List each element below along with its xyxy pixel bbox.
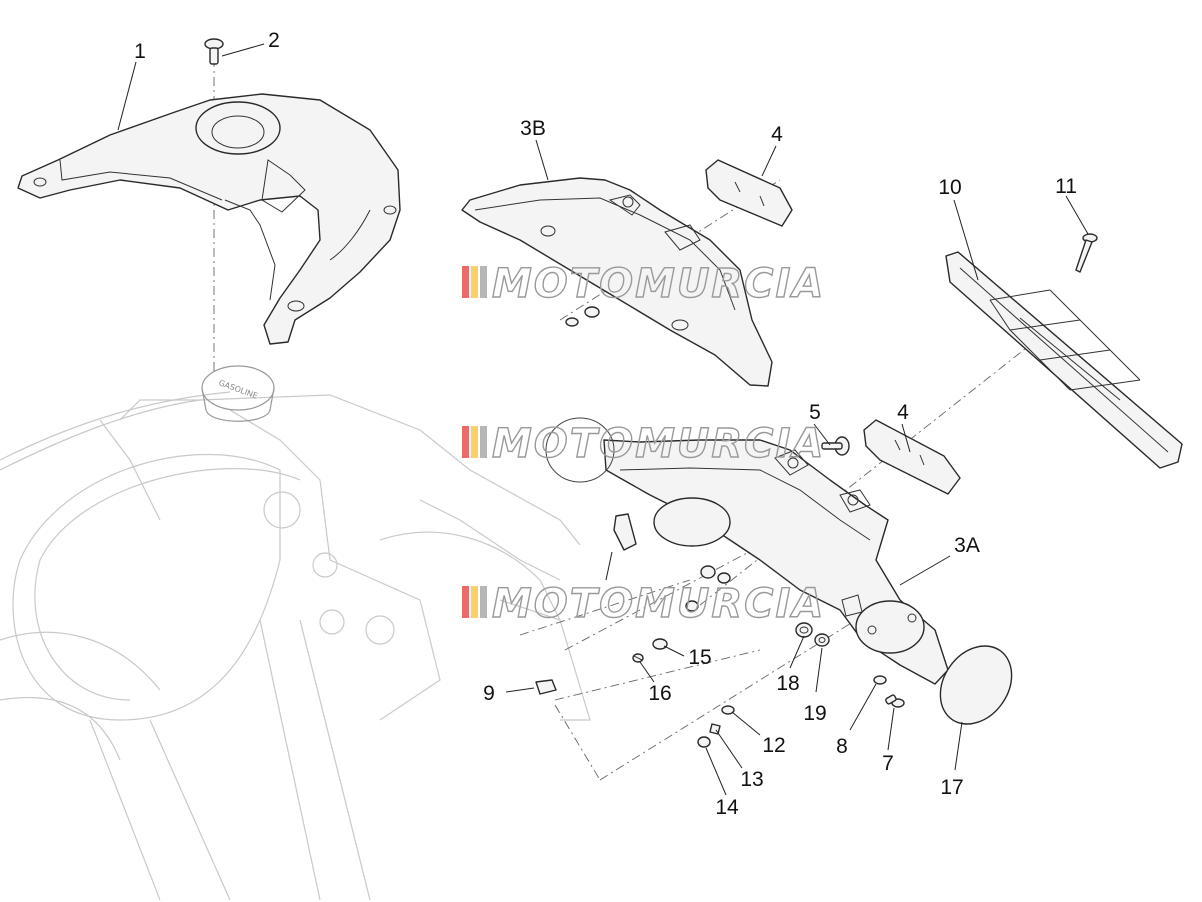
part-17-lens <box>939 645 1013 725</box>
callout-9: 9 <box>483 682 495 705</box>
callout-labels: 1 2 3B 4 10 11 5 4 3A 18 19 8 7 17 15 16… <box>134 29 1077 819</box>
callout-3B: 3B <box>520 117 546 140</box>
callout-3A: 3A <box>954 534 980 557</box>
part-2-screw <box>204 38 224 65</box>
part-15-washer <box>652 638 668 650</box>
callout-10: 10 <box>938 176 961 199</box>
part-13-spring <box>709 723 721 735</box>
fuel-cap-text: GASOLINE <box>217 378 259 400</box>
part-3A-fender <box>603 439 949 685</box>
callout-7: 7 <box>882 752 894 775</box>
watermark-1: MOTOMURCIA <box>462 260 825 308</box>
watermark-text-2: MOTOMURCIA <box>492 421 825 467</box>
part-16-nut <box>632 653 644 663</box>
part-19-washer <box>814 633 830 647</box>
callout-1: 1 <box>134 40 146 63</box>
spring-clip <box>613 513 637 551</box>
watermark-2: MOTOMURCIA <box>462 420 825 468</box>
callout-12: 12 <box>762 734 785 757</box>
callout-11: 11 <box>1055 175 1077 198</box>
leader-lines <box>117 43 1089 796</box>
callout-8: 8 <box>836 735 848 758</box>
part-3B-fender <box>461 177 773 387</box>
callout-16: 16 <box>648 682 671 705</box>
watermark-text-1: MOTOMURCIA <box>492 261 825 307</box>
part-4-reflector-upper <box>705 159 793 227</box>
callout-13: 13 <box>740 768 763 791</box>
callout-18: 18 <box>776 672 799 695</box>
part-9-clip <box>535 679 557 695</box>
callout-5: 5 <box>809 401 821 424</box>
watermark-3: MOTOMURCIA <box>462 580 825 628</box>
callout-14: 14 <box>715 796 739 819</box>
part-1-cover <box>17 93 401 345</box>
callout-17: 17 <box>940 776 963 799</box>
part-14-bushing <box>697 736 711 748</box>
callout-4-lower: 4 <box>897 401 909 424</box>
part-17-lens-ghost <box>545 417 615 483</box>
part-12-washer <box>721 705 735 715</box>
callout-4-upper: 4 <box>771 123 783 146</box>
part-4-reflector-lower <box>863 419 961 495</box>
part-10-plate-holder <box>945 251 1183 469</box>
small-washers-mid <box>685 565 731 612</box>
part-8-washer <box>873 675 887 685</box>
washer-group-3B <box>565 306 600 327</box>
callout-2: 2 <box>268 29 280 52</box>
scooter-frame-background <box>0 391 591 901</box>
part-11-screw <box>1075 233 1098 273</box>
part-5-screw <box>821 436 850 456</box>
part-7-screw <box>885 694 905 708</box>
callout-15: 15 <box>688 646 711 669</box>
callout-19: 19 <box>803 702 826 725</box>
watermark-text-3: MOTOMURCIA <box>492 581 825 627</box>
